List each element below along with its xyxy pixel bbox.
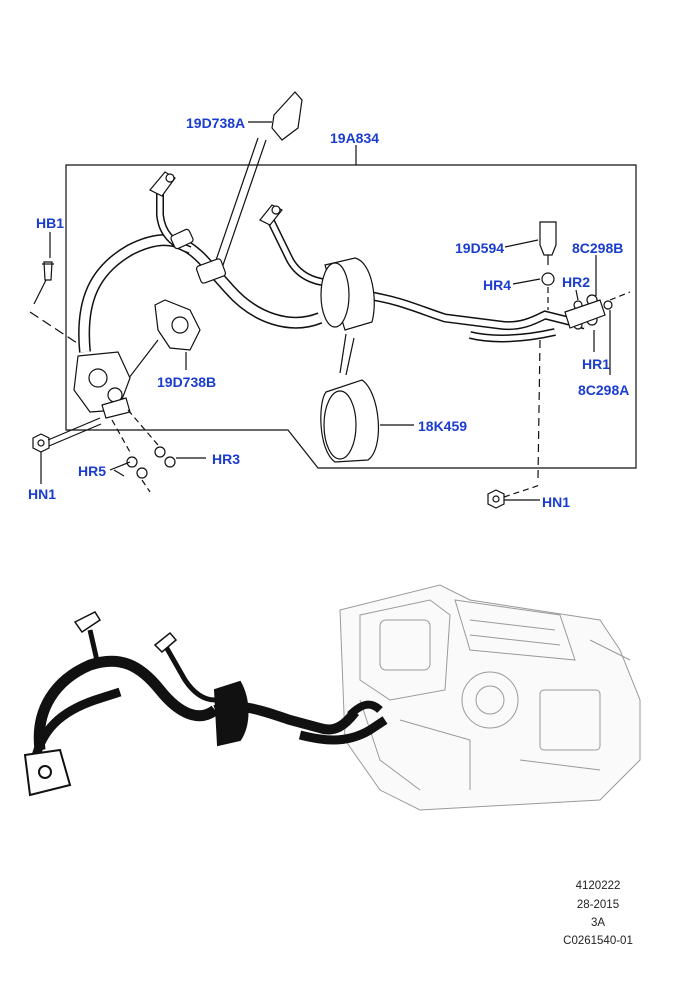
callout-HR4: HR4 — [483, 277, 512, 293]
callout-HB1: HB1 — [36, 215, 65, 231]
callout-HR2: HR2 — [562, 274, 591, 290]
reference-revision: 3A — [590, 917, 606, 929]
callout-HN1-right: HN1 — [542, 494, 571, 510]
callout-HR5: HR5 — [78, 463, 107, 479]
nut-hn1-right — [487, 489, 505, 509]
callout-19D738A: 19D738A — [186, 115, 246, 131]
hvac-module — [339, 584, 641, 811]
callout-18K459: 18K459 — [418, 418, 468, 434]
nut-hn1-left — [32, 433, 50, 453]
reference-date: 28-2015 — [576, 899, 620, 911]
callout-19D594: 19D594 — [455, 240, 505, 256]
installed-hoses — [23, 611, 388, 797]
reference-number: 4120222 — [575, 880, 621, 892]
installed-drier — [213, 680, 249, 747]
reference-code: C0261540-01 — [563, 935, 633, 947]
pressure-sensor-19D594 — [539, 221, 557, 256]
callout-19A834: 19A834 — [330, 130, 380, 146]
assembly-outline — [65, 164, 637, 469]
callout-19D738B: 19D738B — [157, 374, 217, 390]
bracket-19D738A — [271, 91, 303, 141]
callout-HR3: HR3 — [212, 451, 241, 467]
callout-8C298A: 8C298A — [578, 382, 630, 398]
bolt-hb1 — [43, 261, 53, 281]
callout-HN1-left: HN1 — [28, 486, 57, 502]
callout-HR1: HR1 — [582, 356, 611, 372]
callout-8C298B: 8C298B — [572, 240, 624, 256]
